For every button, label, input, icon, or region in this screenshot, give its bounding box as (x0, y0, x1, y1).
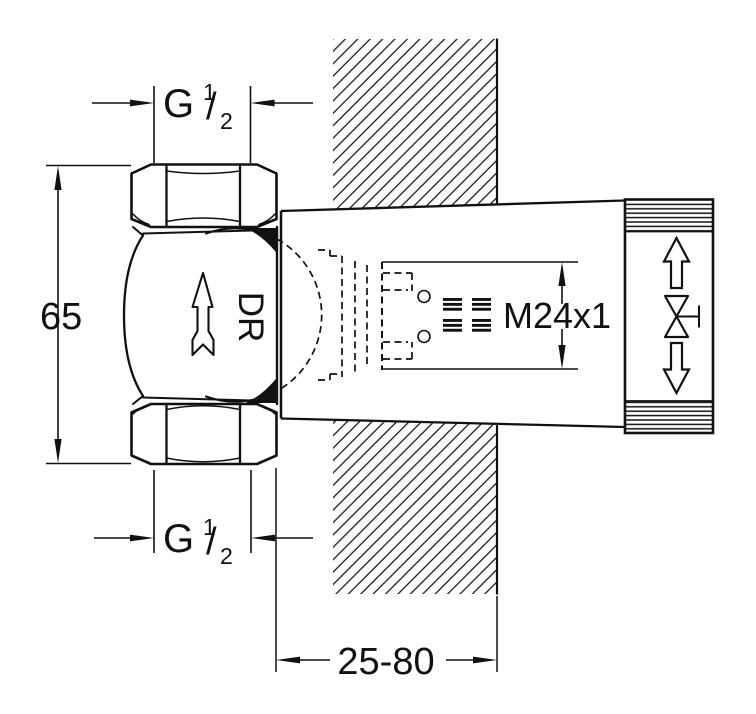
handle-cap (623, 198, 715, 435)
valve-dome-hidden-arc (276, 238, 323, 392)
spindle-screw-top (417, 289, 431, 304)
cartridge-top-bracket (318, 249, 342, 257)
spindle-screw-bottom (417, 329, 431, 344)
wall-hatch-bottom (333, 419, 497, 594)
valve-symbol-stem (676, 305, 700, 328)
wall-hatch-top (333, 39, 497, 210)
body-neck-top (132, 226, 144, 237)
flow-direction-arrow-icon (191, 271, 215, 357)
cartridge-hidden-outline (276, 238, 413, 392)
handle-knurl-bottom (626, 401, 712, 432)
handle-knurl-top (626, 201, 712, 231)
body-top-edge (142, 229, 253, 235)
body-corner-wedge-bottom (246, 378, 278, 403)
dim-label-installation-depth: 25-80 (337, 641, 434, 683)
cartridge-spindle (417, 289, 431, 344)
cartridge-bottom-bracket (318, 373, 342, 381)
dim-thread-bottom (94, 470, 313, 553)
body-neck-bottom (132, 395, 144, 405)
valve-body (122, 163, 279, 466)
sleeve-top-edge (280, 199, 626, 213)
bottom-hex-nut (130, 402, 278, 466)
cartridge-collar-top (383, 272, 413, 291)
handle-close-arrow-icon (662, 341, 691, 396)
wall-section (333, 38, 499, 595)
protective-sleeve (279, 199, 626, 429)
body-marking-dr: DR (231, 292, 270, 343)
body-corner-wedge-top (246, 228, 278, 253)
sleeve-bottom-edge (280, 417, 626, 429)
dim-label-cartridge-thread: M24x1 (503, 295, 611, 336)
dim-thread-top (92, 86, 313, 163)
dim-height-65 (46, 164, 131, 465)
valve-symbol-lower-triangle (663, 315, 690, 339)
top-hex-nut (130, 163, 278, 229)
body-bottom-edge (142, 396, 253, 402)
body-left-edge (122, 234, 145, 398)
spline-shaft (443, 298, 491, 332)
dimensions (46, 86, 578, 672)
dim-cartridge-thread (382, 261, 578, 370)
handle-open-arrow-icon (662, 235, 691, 290)
handle-outline (623, 198, 715, 435)
dim-installation-depth (275, 468, 498, 672)
valve-symbol-upper-triangle (663, 294, 690, 318)
dim-label-height: 65 (40, 296, 82, 338)
cartridge-collar-bottom (383, 341, 413, 360)
